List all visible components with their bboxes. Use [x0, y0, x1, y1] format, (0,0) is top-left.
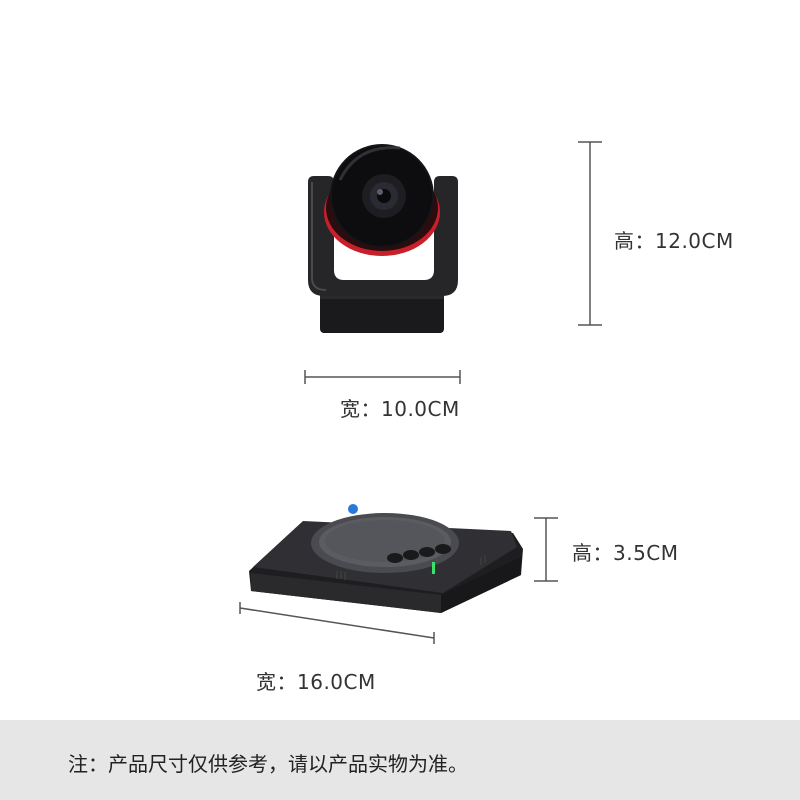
speakerphone-height-dimension-line [534, 517, 558, 582]
camera-base [320, 293, 444, 333]
speakerphone-buttons [387, 544, 451, 563]
camera-height-dimension-line [578, 141, 602, 326]
camera-bracket [308, 176, 458, 296]
speakerphone-width-dimension-line [239, 602, 435, 644]
camera-width-dimension-line [304, 370, 461, 384]
camera-height-label: 高：12.0CM [614, 229, 734, 253]
speakerphone-height-label: 高：3.5CM [572, 541, 679, 565]
speakerphone-width-label: 宽：16.0CM [256, 670, 376, 694]
camera-image [308, 144, 458, 333]
status-led [432, 562, 435, 574]
footer-disclaimer: 注：产品尺寸仅供参考，请以产品实物为准。 [68, 752, 468, 776]
camera-width-label: 宽：10.0CM [340, 397, 460, 421]
brand-logo-icon [348, 504, 358, 514]
footer-note-band: 注：产品尺寸仅供参考，请以产品实物为准。 [0, 720, 800, 800]
side-vent-icon [336, 555, 486, 580]
speakerphone-image [249, 504, 523, 613]
